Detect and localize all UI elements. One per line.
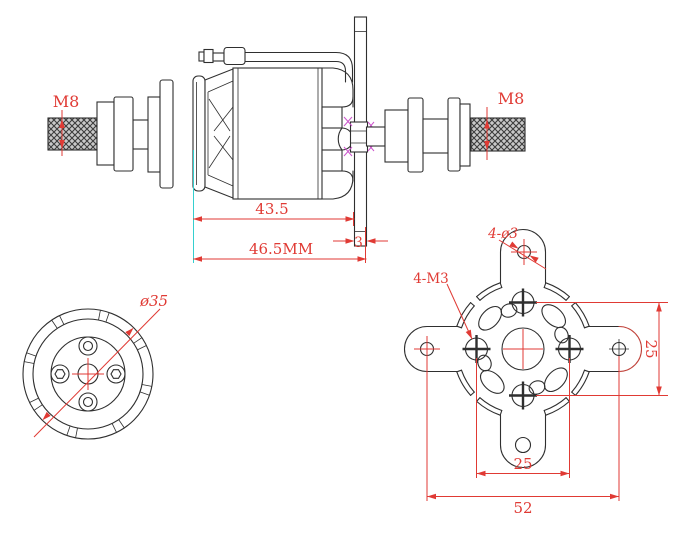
connector-body <box>203 48 214 64</box>
front-view-dimension: ø35 <box>33 292 168 438</box>
right-threaded-shaft <box>470 117 526 152</box>
top-hole-cross <box>511 239 537 265</box>
connector-tip <box>198 51 205 62</box>
rear-end-cap <box>321 67 354 200</box>
motor-can <box>232 67 323 200</box>
mount-arms <box>403 228 643 469</box>
motor-bell-cone <box>204 68 234 199</box>
dim-mount-hole-spacing: 52 <box>513 499 532 517</box>
screw-threads-label: 4-M3 <box>413 271 449 287</box>
mount-hole-bottom <box>514 436 532 454</box>
bell-cooling-fins <box>207 80 234 187</box>
right-washer-a <box>447 97 461 172</box>
dia-leader-line <box>33 308 161 438</box>
mount-hub-circle <box>501 327 545 371</box>
m8-right-label: M8 <box>498 89 525 108</box>
screw-top <box>507 287 539 318</box>
m8-left-label: M8 <box>53 92 80 111</box>
left-collar-ring-a <box>96 101 115 166</box>
center-cross <box>72 358 104 390</box>
dim-plate-thickness: 3 <box>354 235 363 251</box>
side-view-dimensions: 43.5 3 46.5MM M8 M8 <box>53 89 525 263</box>
ring-quadrant-se <box>526 363 590 416</box>
right-flange-ring <box>407 97 424 173</box>
threads-leader <box>446 283 473 340</box>
left-threaded-shaft <box>47 117 98 151</box>
holes-leader <box>498 239 547 270</box>
right-shaft-stub <box>365 126 386 147</box>
mount-view-dimensions: 4-ø3 4-M3 25 25 52 <box>413 226 668 517</box>
screw-bottom <box>507 380 539 411</box>
right-hole-cross <box>609 339 629 359</box>
dim-diameter-label: ø35 <box>139 292 168 310</box>
mount-holes-label: 4-ø3 <box>487 226 518 242</box>
left-prop-disc <box>159 79 174 189</box>
side-view: 43.5 3 46.5MM M8 M8 <box>47 16 526 263</box>
connector-neck <box>212 52 225 62</box>
front-view: ø35 <box>22 292 168 440</box>
right-spacer <box>422 118 449 154</box>
wire-sleeve <box>223 46 246 66</box>
ring-quadrant-ne <box>537 282 590 346</box>
mount-center-cross <box>503 329 543 369</box>
motor-wire <box>198 46 354 83</box>
bell-notches <box>24 310 152 438</box>
left-collar-ring-b <box>113 96 134 172</box>
bell-rim-circle <box>32 318 144 430</box>
dim-body-length: 43.5 <box>255 200 288 218</box>
left-washer <box>147 96 161 173</box>
mount-view: 4-ø3 4-M3 25 25 52 <box>403 226 668 517</box>
dim-screw-spacing-horizontal: 25 <box>513 455 532 473</box>
bearing-boss <box>349 121 369 153</box>
outer-bell-circle <box>22 308 154 440</box>
left-shaft-spacer <box>132 119 151 150</box>
ring-quadrant-sw <box>456 352 509 416</box>
face-screw-holes <box>50 336 126 412</box>
right-washer-b <box>459 103 471 167</box>
right-arm-cap-red <box>618 325 643 373</box>
right-adapter-body <box>384 109 409 163</box>
dim-screw-spacing-vertical: 25 <box>642 339 660 358</box>
front-bearing-shield <box>192 75 206 192</box>
dim-total-length: 46.5MM <box>249 240 313 258</box>
